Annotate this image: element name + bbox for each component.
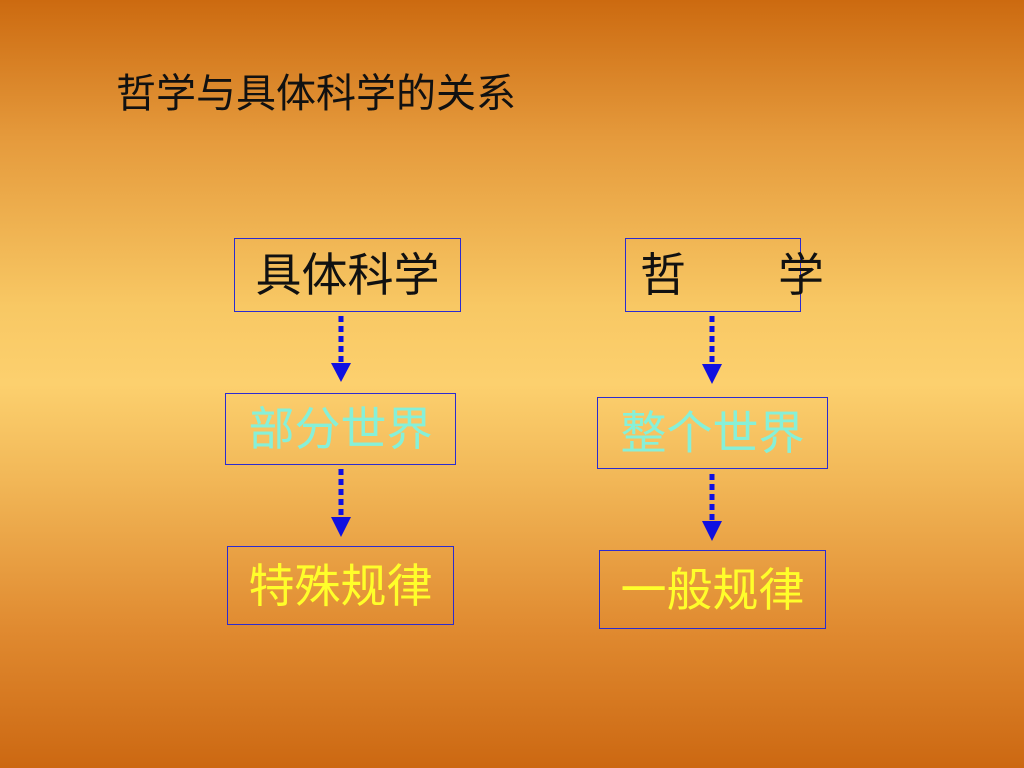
box-partial-world: 部分世界 [225, 393, 456, 465]
box-concrete-science: 具体科学 [234, 238, 461, 312]
arrow-philosophy-to-whole-world [702, 316, 722, 384]
box-whole-world-label: 整个世界 [620, 406, 805, 460]
box-philosophy-label: 哲 学 [640, 248, 824, 302]
box-concrete-science-label: 具体科学 [255, 248, 440, 302]
box-philosophy: 哲 学 [625, 238, 824, 312]
box-partial-world-label: 部分世界 [248, 402, 433, 456]
box-general-law: 一般规律 [599, 550, 826, 629]
arrow-whole-world-to-general-law [702, 474, 722, 541]
box-whole-world: 整个世界 [597, 397, 828, 469]
box-special-law: 特殊规律 [227, 546, 454, 625]
arrow-science-to-partial-world [331, 316, 351, 382]
box-special-law-label: 特殊规律 [248, 558, 433, 613]
box-general-law-label: 一般规律 [620, 562, 805, 617]
arrow-partial-world-to-special-law [331, 469, 351, 537]
page-title: 哲学与具体科学的关系 [116, 71, 516, 117]
